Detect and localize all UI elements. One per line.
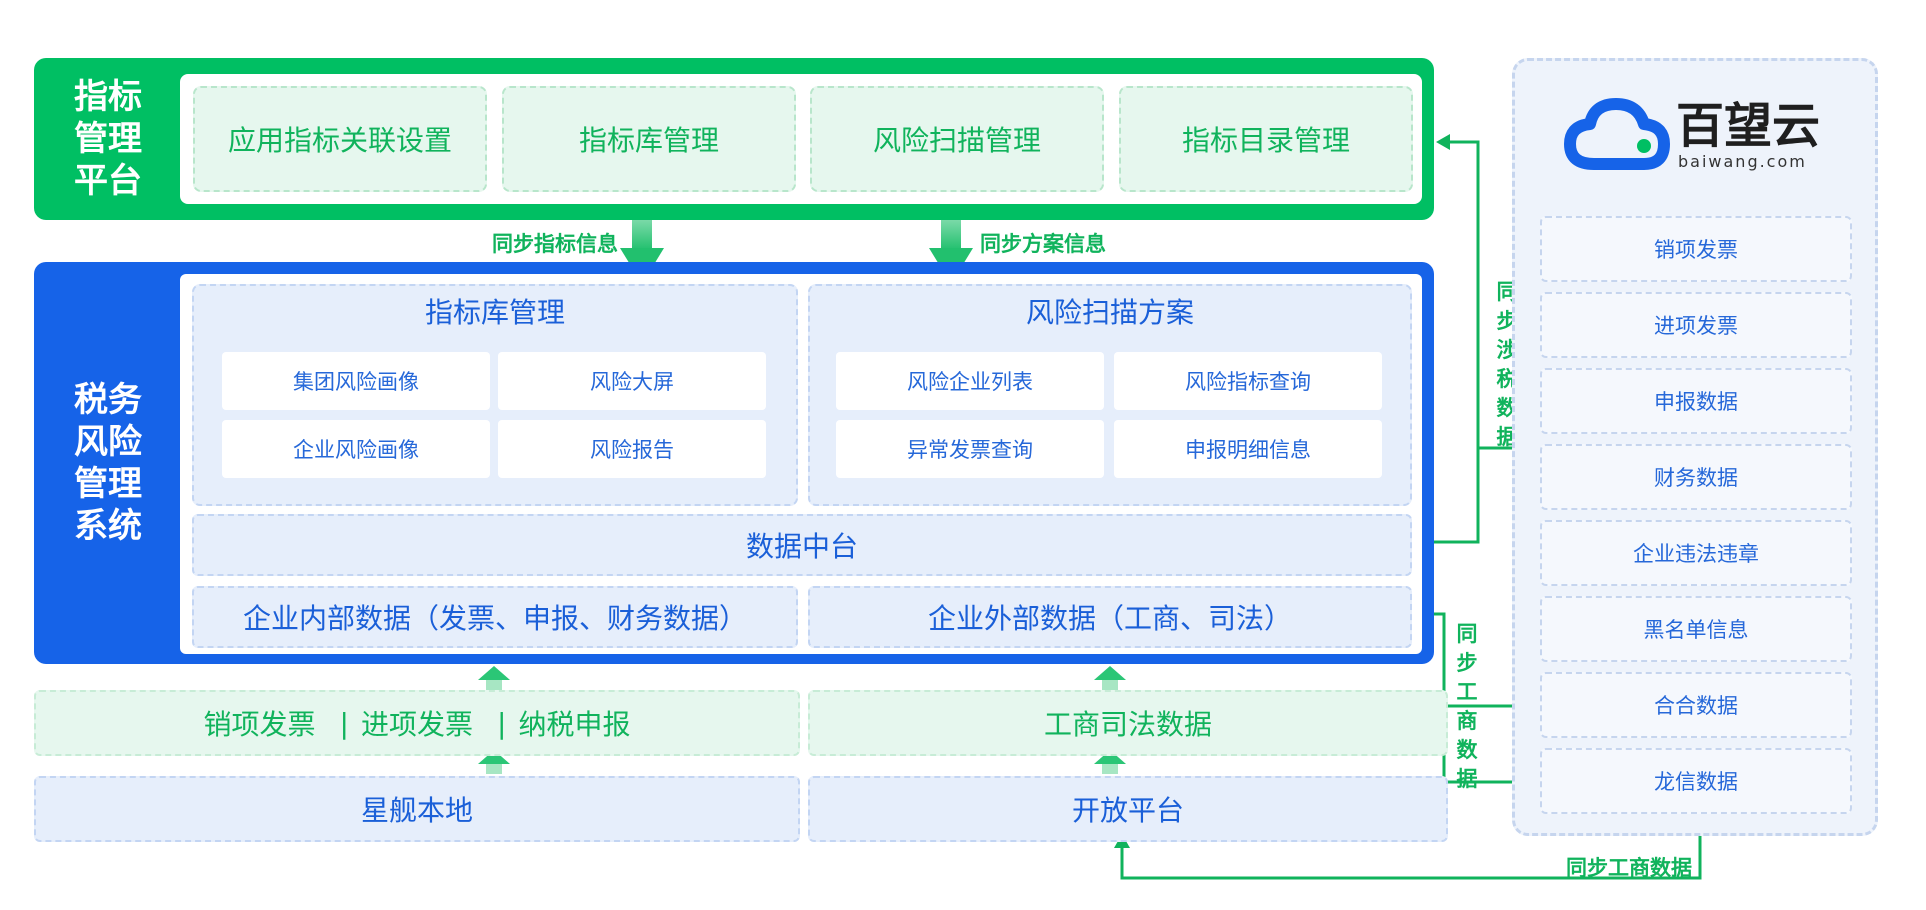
sync-business-char: 据 — [1456, 767, 1478, 791]
system-label-line-4: 系统 — [74, 506, 142, 546]
sync-business-char: 步 — [1456, 651, 1478, 675]
indicator-library-title: 指标库管理 — [424, 296, 565, 329]
enterprise-internal-data[interactable]: 企业内部数据（发票、申报、财务数据） — [192, 586, 798, 648]
source-tax-declaration: 纳税申报 — [518, 708, 631, 741]
item-group-risk-profile[interactable]: 集团风险画像 — [222, 352, 490, 410]
item-risk-dashboard[interactable]: 风险大屏 — [498, 352, 766, 410]
baiwang-item-violations[interactable]: 企业违法违章 — [1540, 520, 1852, 586]
arrowhead-top — [1436, 134, 1450, 150]
sync-business-char: 同 — [1456, 622, 1478, 646]
baiwang-item-longxin-data[interactable]: 龙信数据 — [1540, 748, 1852, 814]
sync-indicator-label: 同步指标信息 — [492, 232, 618, 256]
local-source[interactable]: 星舰本地 — [34, 776, 800, 842]
indicator-platform-label: 指标 管理 平台 — [34, 58, 182, 220]
platform-label-line-1: 指标 — [74, 77, 142, 117]
baiwang-item-hehe-data[interactable]: 合合数据 — [1540, 672, 1852, 738]
system-label-line-1: 税务 — [74, 380, 142, 420]
item-declaration-detail[interactable]: 申报明细信息 — [1114, 420, 1382, 478]
cloud-logo-icon — [1564, 96, 1674, 176]
sync-business-vertical-label: 同 步 工 商 数 据 — [1452, 620, 1482, 800]
module-risk-scan[interactable]: 风险扫描管理 — [810, 86, 1104, 192]
module-app-indicator-association[interactable]: 应用指标关联设置 — [193, 86, 487, 192]
risk-scan-title: 风险扫描方案 — [1025, 296, 1194, 329]
separator: | — [339, 706, 349, 740]
baiwang-logo-text: 百望云 — [1676, 98, 1821, 154]
baiwang-item-financial-data[interactable]: 财务数据 — [1540, 444, 1852, 510]
source-purchase-invoice: 进项发票 — [360, 708, 473, 741]
sync-business-char: 商 — [1456, 709, 1478, 733]
data-middle-platform[interactable]: 数据中台 — [192, 514, 1412, 576]
open-platform[interactable]: 开放平台 — [808, 776, 1448, 842]
system-label-line-2: 风险 — [74, 422, 142, 462]
baiwang-logo-sub: baiwang.com — [1678, 152, 1807, 171]
sync-plan-label: 同步方案信息 — [980, 232, 1106, 256]
platform-label-line-2: 管理 — [74, 119, 142, 159]
tax-system-label: 税务 风险 管理 系统 — [34, 262, 182, 664]
module-indicator-catalog[interactable]: 指标目录管理 — [1119, 86, 1413, 192]
enterprise-external-data[interactable]: 企业外部数据（工商、司法） — [808, 586, 1412, 648]
source-sales-invoice: 销项发票 — [203, 708, 316, 741]
sync-business-bottom-label: 同步工商数据 — [1566, 856, 1692, 880]
sync-tax-line — [1416, 140, 1512, 544]
sync-business-char: 工 — [1456, 680, 1478, 704]
item-risk-indicator-query[interactable]: 风险指标查询 — [1114, 352, 1382, 410]
item-risk-enterprise-list[interactable]: 风险企业列表 — [836, 352, 1104, 410]
up-arrow-open-to-business — [1094, 750, 1126, 774]
item-abnormal-invoice-query[interactable]: 异常发票查询 — [836, 420, 1104, 478]
up-arrow-invoice-to-internal — [478, 666, 510, 690]
sync-business-bottom-line — [1120, 836, 1702, 880]
baiwang-item-declaration-data[interactable]: 申报数据 — [1540, 368, 1852, 434]
up-arrow-local-to-invoice — [478, 750, 510, 774]
up-arrow-business-to-external — [1094, 666, 1126, 690]
module-indicator-library[interactable]: 指标库管理 — [502, 86, 796, 192]
invoice-declaration-sources: 销项发票 | 进项发票 | 纳税申报 — [34, 690, 800, 756]
item-enterprise-risk-profile[interactable]: 企业风险画像 — [222, 420, 490, 478]
business-judicial-data[interactable]: 工商司法数据 — [808, 690, 1448, 756]
platform-label-line-3: 平台 — [74, 161, 142, 201]
system-label-line-3: 管理 — [74, 464, 142, 504]
separator: | — [497, 706, 507, 740]
baiwang-item-blacklist[interactable]: 黑名单信息 — [1540, 596, 1852, 662]
item-risk-report[interactable]: 风险报告 — [498, 420, 766, 478]
sync-business-char: 数 — [1456, 738, 1478, 762]
baiwang-item-purchase-invoice[interactable]: 进项发票 — [1540, 292, 1852, 358]
baiwang-item-sales-invoice[interactable]: 销项发票 — [1540, 216, 1852, 282]
